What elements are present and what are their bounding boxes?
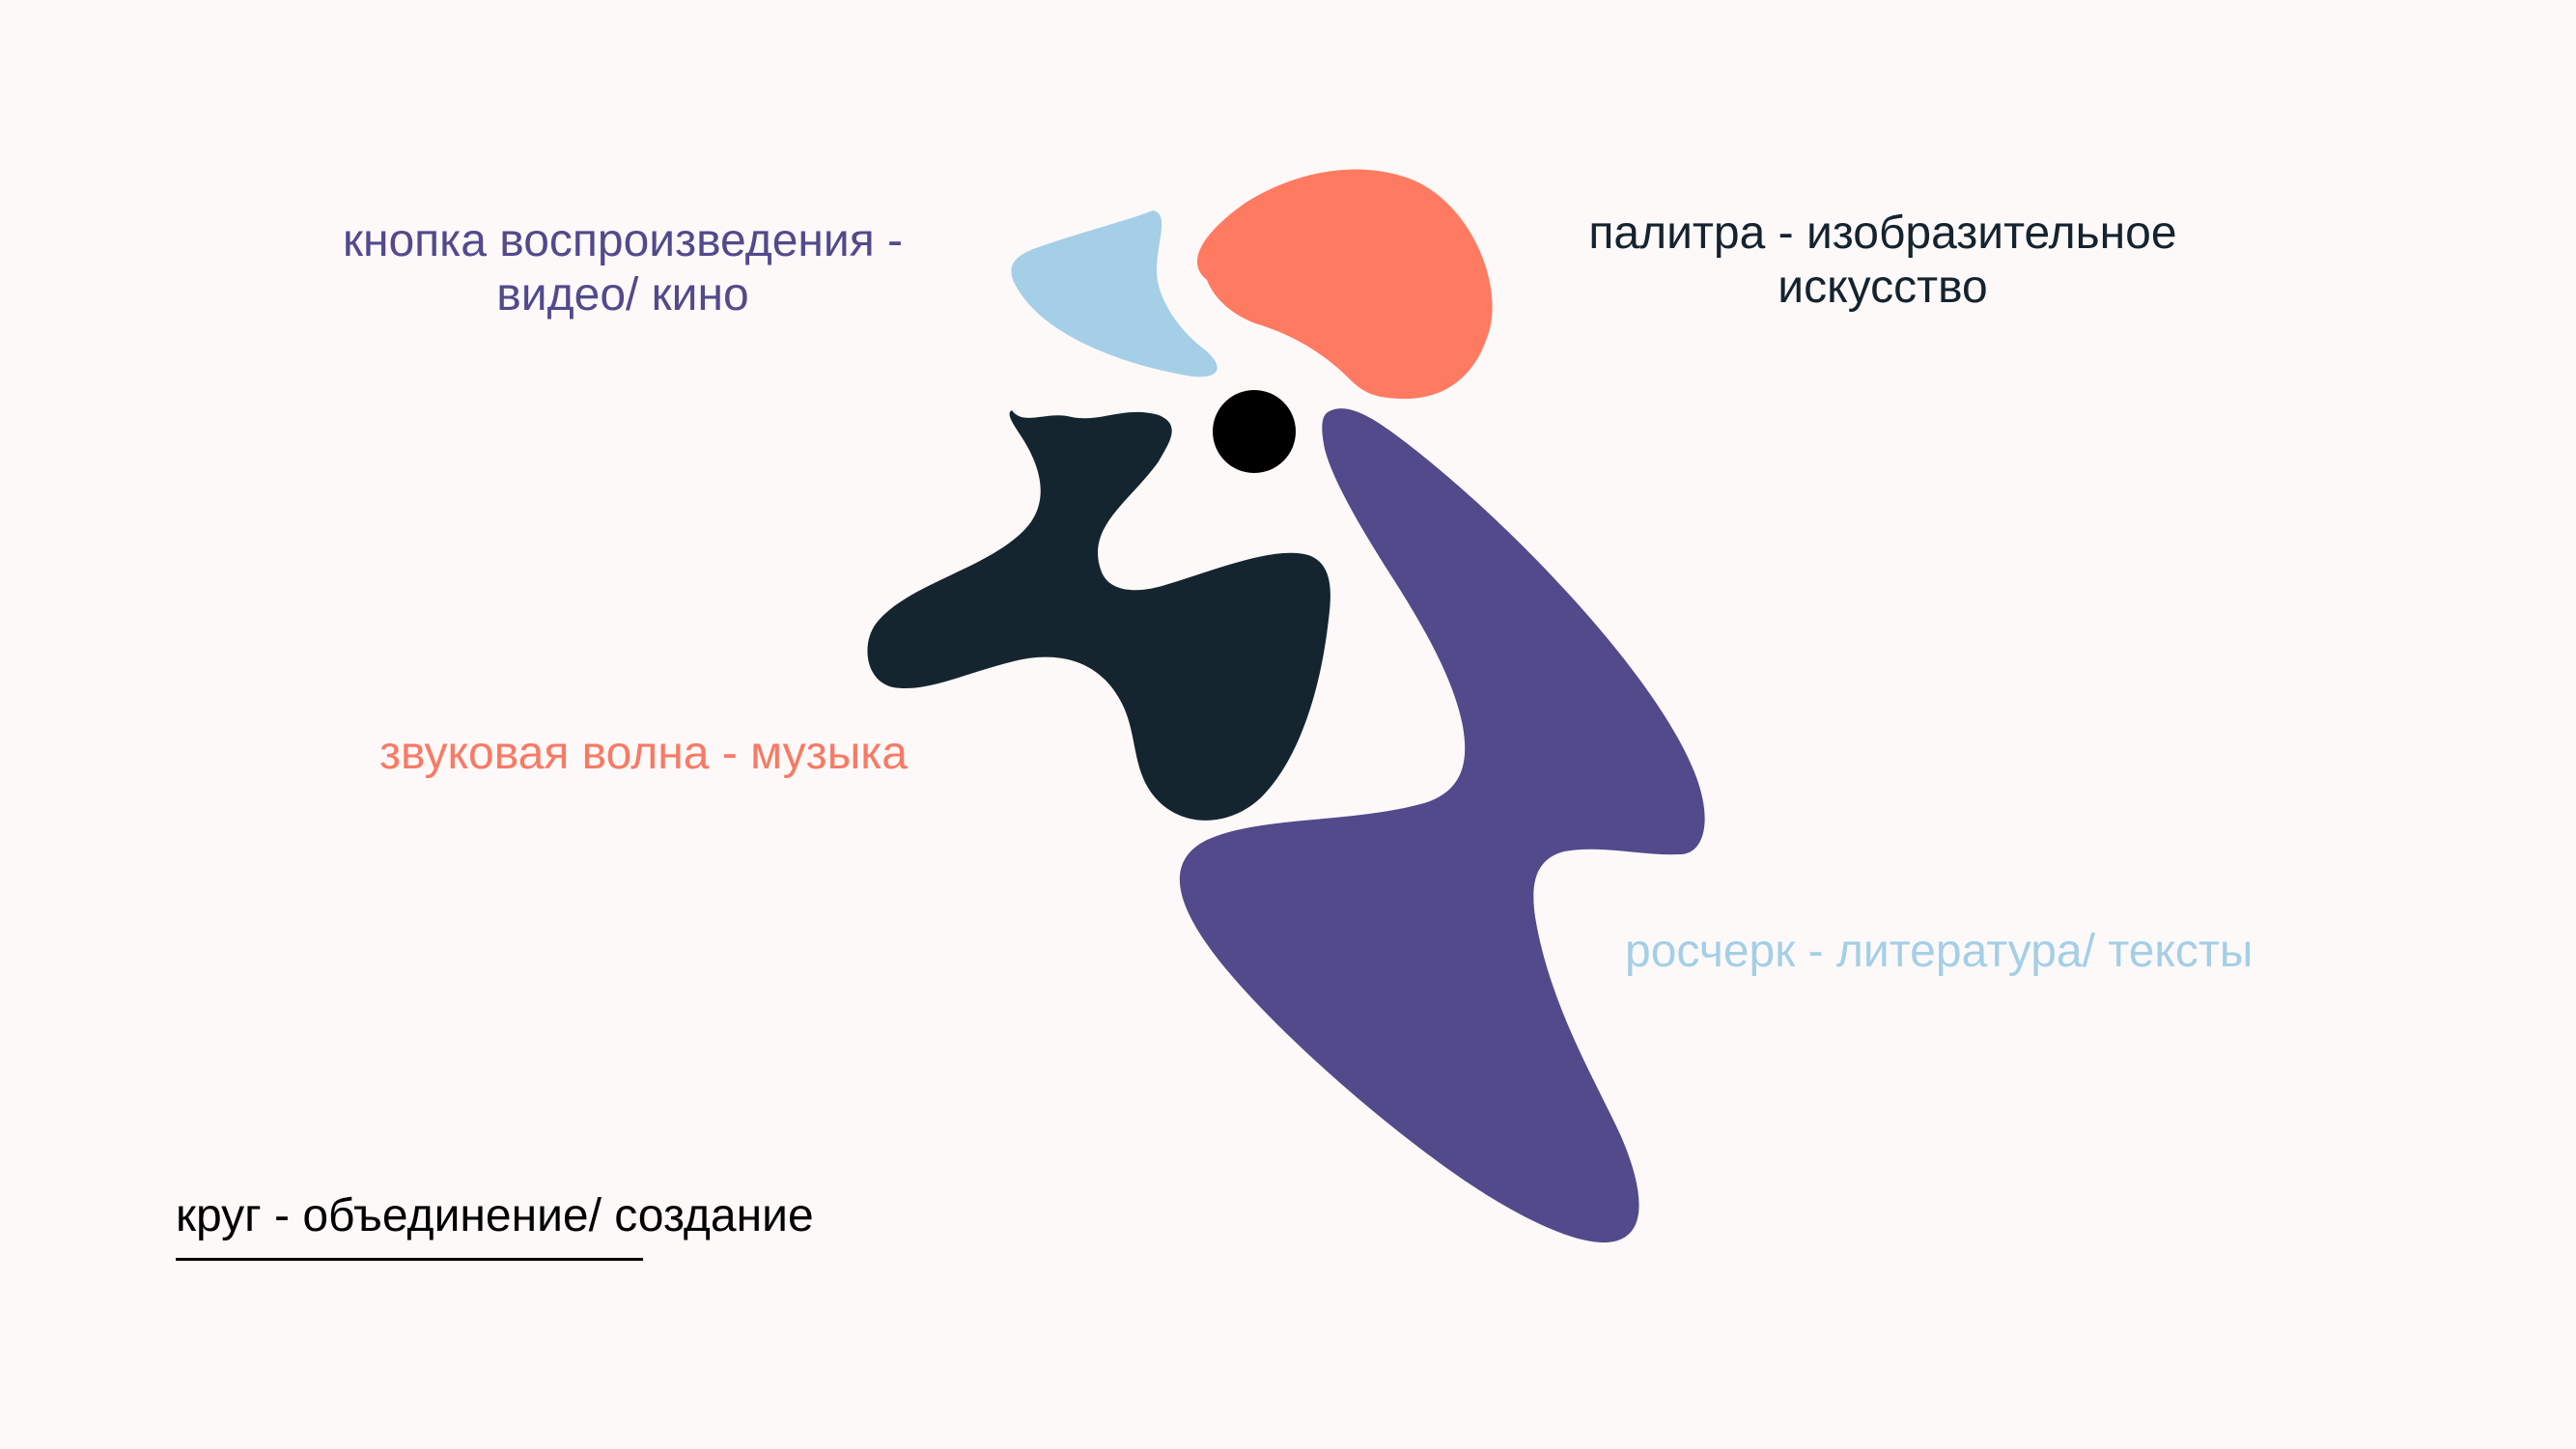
video-label-line1: кнопка воспроизведения - xyxy=(342,215,904,266)
palette-label-line2: искусство xyxy=(1778,262,1988,313)
music-label: звуковая волна - музыка xyxy=(379,728,908,779)
circle-label: круг - объединение/ создание xyxy=(176,1190,814,1241)
palette-label: палитра - изобразительное искусство xyxy=(1535,207,2230,315)
palette-label-line1: палитра - изобразительное xyxy=(1588,208,2177,259)
video-label: кнопка воспроизведения - видео/ кино xyxy=(290,214,956,322)
palette-shape xyxy=(1196,169,1493,400)
circle-shape xyxy=(1213,390,1296,473)
flourish-shape xyxy=(1179,408,1705,1243)
sound-wave-shape xyxy=(867,410,1330,821)
circle-label-underline xyxy=(176,1258,643,1261)
video-label-line2: видео/ кино xyxy=(496,269,749,320)
literature-label: росчерк - литература/ тексты xyxy=(1625,926,2254,977)
play-button-shape xyxy=(1011,210,1218,377)
